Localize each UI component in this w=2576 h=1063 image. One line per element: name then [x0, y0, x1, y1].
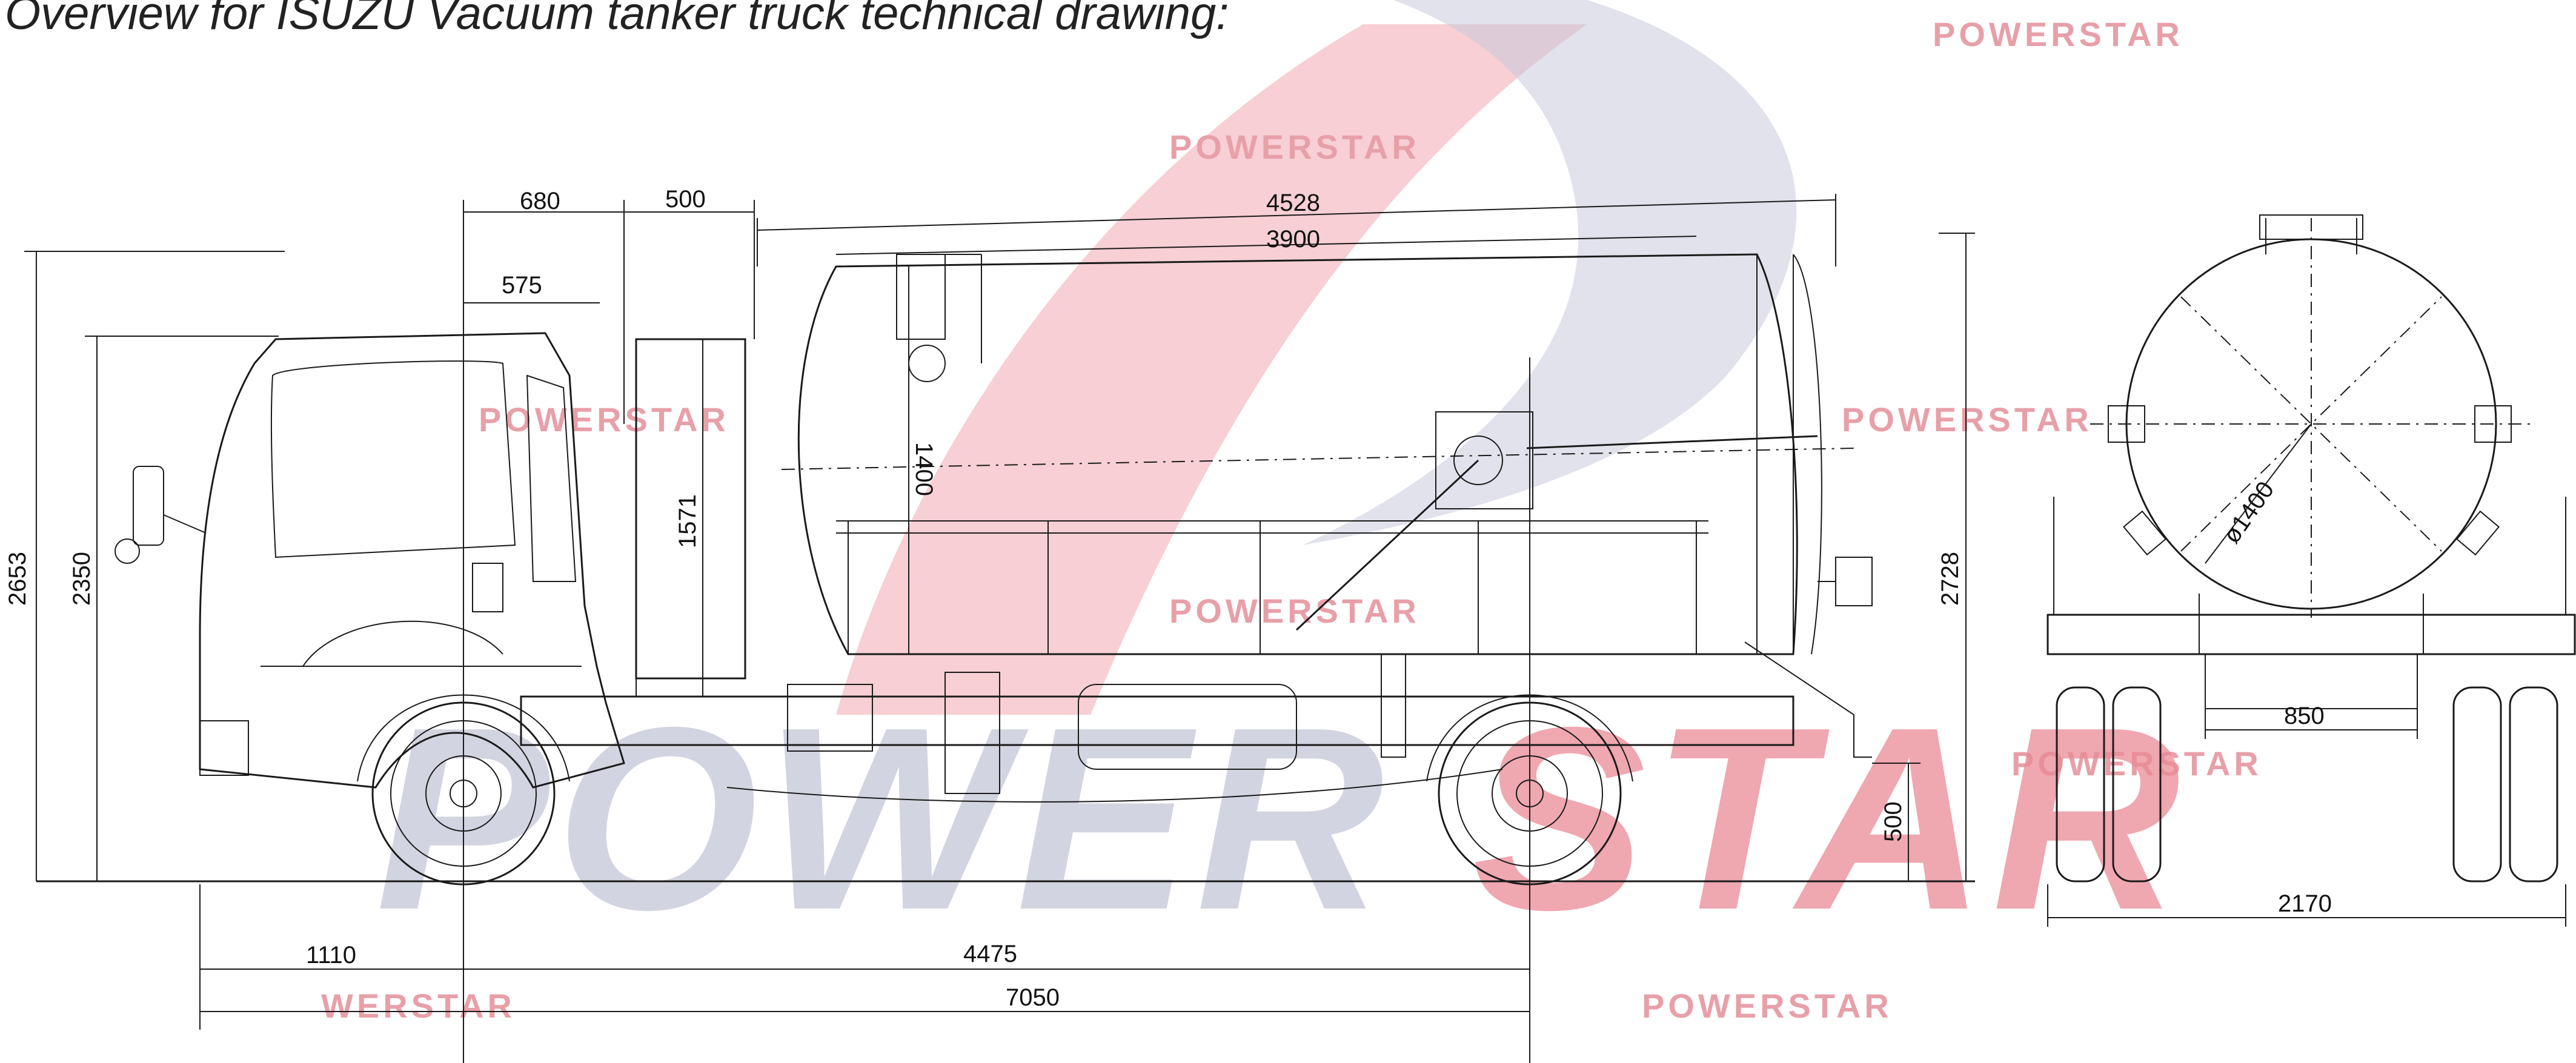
dim-575: 575 — [502, 272, 542, 299]
dim-500-top: 500 — [665, 186, 706, 213]
truck-cab — [115, 332, 625, 789]
watermark-mark-right: POWERSTAR — [1842, 400, 2093, 439]
watermark-mark-mid: POWERSTAR — [1169, 592, 1420, 630]
dim-850: 850 — [2284, 703, 2325, 729]
watermark-mark-rear-view: POWERSTAR — [2011, 744, 2262, 783]
drawing-title: Overview for ISUZU Vacuum tanker truck t… — [5, 0, 1229, 39]
dim-tank-diameter: ø1400 — [2218, 477, 2279, 548]
dim-1110: 1110 — [306, 942, 356, 969]
watermark-big-power: POWER — [376, 674, 1390, 964]
rear-tire-left-outer — [2056, 686, 2105, 883]
watermark-mark-bottom-left: WERSTAR — [321, 987, 516, 1025]
dim-2653: 2653 — [4, 552, 31, 606]
dim-4475: 4475 — [963, 941, 1017, 967]
watermark-mark-top-right: POWERSTAR — [1933, 15, 2183, 53]
watermark-mark-bottom-right: POWERSTAR — [1642, 987, 1893, 1025]
side-view: 680 500 4528 3900 575 2653 2350 1571 140… — [4, 186, 1975, 1063]
watermark-mark-cab: POWERSTAR — [479, 400, 729, 439]
dim-2350: 2350 — [68, 552, 95, 606]
chassis-frame — [520, 654, 1794, 803]
dim-680: 680 — [520, 188, 560, 214]
watermark-swoosh — [836, 0, 1797, 715]
rear-tire-right-outer — [2509, 686, 2558, 883]
rear-bumper — [1744, 641, 1872, 758]
rear-tire-left-inner — [2112, 686, 2162, 883]
dim-7050: 7050 — [1006, 984, 1060, 1011]
dim-3900: 3900 — [1266, 226, 1320, 253]
watermark-big-brand: POWER STAR — [376, 674, 2186, 964]
tank-body — [781, 253, 1873, 655]
side-cabinet — [635, 338, 746, 680]
rear-tire-right-inner — [2452, 686, 2502, 883]
side-dimension-lines — [24, 194, 1975, 1063]
dim-500-rear: 500 — [1880, 801, 1907, 842]
rear-subframe — [2047, 614, 2576, 655]
dim-2728: 2728 — [1937, 552, 1964, 606]
dim-1571: 1571 — [674, 494, 701, 548]
watermark-mark-top-center: POWERSTAR — [1169, 128, 1420, 166]
dim-2170: 2170 — [2278, 890, 2332, 917]
dim-4528: 4528 — [1266, 190, 1320, 216]
dim-1400: 1400 — [911, 442, 937, 496]
watermark-big-star: STAR — [1472, 674, 2186, 964]
